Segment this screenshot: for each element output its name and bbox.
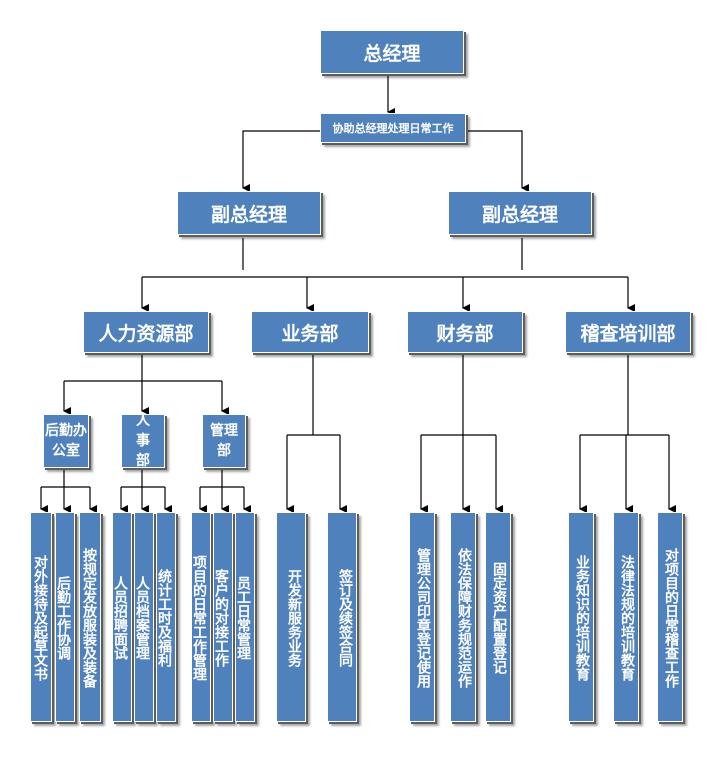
node-dept-business: 业务部 xyxy=(251,311,369,353)
task-finance: 依法保障财务规范运作 xyxy=(450,512,476,722)
task-logistics: 后勤工作协调 xyxy=(55,512,75,722)
task-law: 法律法规的培训教育 xyxy=(613,512,639,722)
task-contract: 签订及续签合同 xyxy=(327,512,357,722)
task-newbiz: 开发新服务业务 xyxy=(276,512,306,722)
task-uniform: 按规定发放服装及装备 xyxy=(79,512,101,722)
task-project: 项目的日常工作管理 xyxy=(191,512,211,722)
task-knowledge: 业务知识的培训教育 xyxy=(568,512,594,722)
node-sub-logistics: 后勤办公室 xyxy=(43,414,89,468)
node-sub-management: 管理部 xyxy=(202,414,246,468)
task-staff: 员工日常管理 xyxy=(235,512,255,722)
node-dept-audit: 稽查培训部 xyxy=(565,311,691,353)
node-assist: 协助总经理处理日常工作 xyxy=(320,113,466,143)
node-ceo: 总经理 xyxy=(320,30,464,74)
node-vp-left: 副总经理 xyxy=(177,191,321,235)
task-assets: 固定资产配置登记 xyxy=(485,512,511,722)
node-vp-right: 副总经理 xyxy=(448,191,592,235)
task-reception: 对外接待及起草文书 xyxy=(30,512,52,722)
task-hours: 统计工时及福利 xyxy=(156,512,176,722)
task-archive: 人员档案管理 xyxy=(134,512,154,722)
connector-assist-vp-right xyxy=(466,130,529,192)
task-inspect: 对项目的日常稽查工作 xyxy=(657,512,683,722)
node-dept-hr: 人力资源部 xyxy=(83,311,209,353)
node-sub-personnel: 人事部 xyxy=(121,413,165,469)
connector-assist-vps xyxy=(242,130,320,192)
task-recruit: 人员招聘面试 xyxy=(112,512,132,722)
task-client: 客户的对接工作 xyxy=(213,512,233,722)
node-dept-finance: 财务部 xyxy=(407,311,523,353)
task-seal: 管理公司印章登记使用 xyxy=(409,512,435,722)
